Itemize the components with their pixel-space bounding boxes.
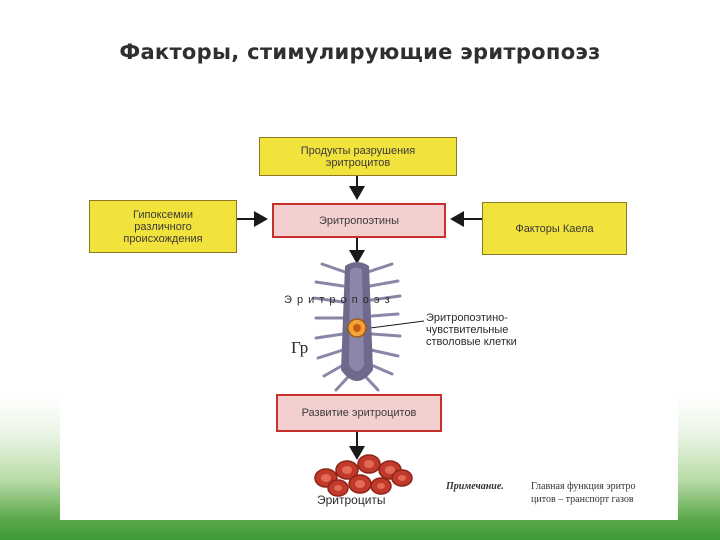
stem-cell-label: Эритропоэтино- чувствительные стволовые … bbox=[426, 312, 517, 348]
box-products-line2: эритроцитов bbox=[325, 156, 391, 169]
erythropoiesis-label: Э р и т р о п о э з bbox=[284, 294, 391, 306]
box-hypoxemia-line3: происхождения bbox=[123, 232, 203, 245]
note-line2: цитов – транспорт газов bbox=[531, 494, 634, 505]
box-hypoxemia: Гипоксемии различного происхождения bbox=[89, 200, 237, 253]
note-line1: Главная функция эритро bbox=[531, 481, 636, 492]
note-heading: Примечание. bbox=[446, 481, 504, 492]
slide-title: Факторы, стимулирующие эритропоэз bbox=[119, 40, 601, 64]
stem-label-line2: чувствительные bbox=[426, 324, 509, 336]
box-products-line1: Продукты разрушения bbox=[300, 144, 416, 157]
box-products-of-destruction: Продукты разрушения эритроцитов bbox=[259, 137, 457, 176]
box-erythropoietins-label: Эритропоэтины bbox=[318, 214, 400, 227]
box-erythrocyte-development: Развитие эритроцитов bbox=[276, 394, 442, 432]
box-hypoxemia-line1: Гипоксемии bbox=[133, 208, 193, 221]
gr-label: Гр bbox=[291, 338, 309, 357]
box-development-label: Развитие эритроцитов bbox=[301, 407, 417, 419]
stem-label-line1: Эритропоэтино- bbox=[426, 312, 508, 324]
box-hypoxemia-line2: различного bbox=[134, 220, 192, 233]
box-kael-factors: Факторы Каела bbox=[482, 202, 627, 255]
box-kael-label: Факторы Каела bbox=[515, 222, 594, 235]
box-erythropoietins: Эритропоэтины bbox=[272, 203, 446, 238]
stem-label-line3: стволовые клетки bbox=[426, 336, 517, 348]
erythrocytes-label: Эритроциты bbox=[317, 493, 386, 507]
